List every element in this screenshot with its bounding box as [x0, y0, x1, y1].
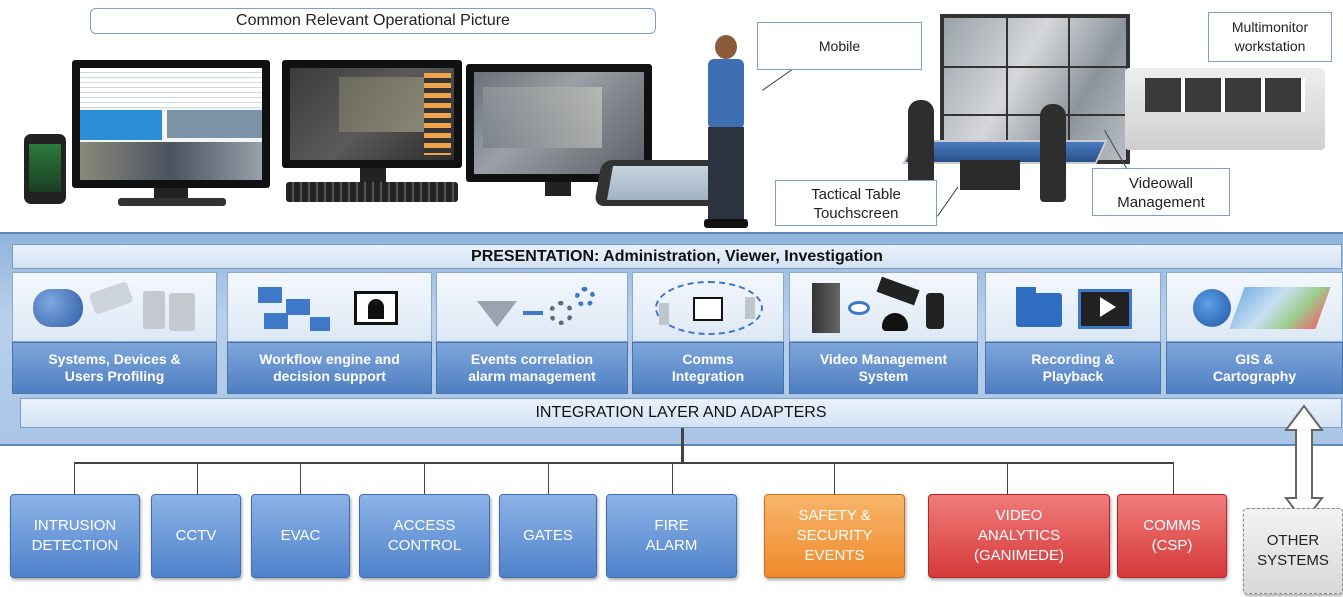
operator-figure-right: [1040, 104, 1066, 202]
integration-bar: INTEGRATION LAYER AND ADAPTERS: [20, 398, 1342, 428]
monitor-map-view: [466, 64, 652, 182]
subsystem-access-control: ACCESS CONTROL: [359, 494, 490, 578]
module-label-workflow: Workflow engine and decision support: [227, 342, 432, 394]
module-icon-globe-map-icon: [1166, 272, 1343, 342]
callout-tactical-table: Tactical Table Touchscreen: [775, 180, 937, 226]
module-label-comms: Comms Integration: [632, 342, 784, 394]
module-label-recording: Recording & Playback: [985, 342, 1161, 394]
subsystem-fire-alarm: FIRE ALARM: [606, 494, 737, 578]
module-label-vms: Video Management System: [789, 342, 978, 394]
keyboard-icon: [286, 182, 458, 202]
module-icon-folder-film-icon: [985, 272, 1161, 342]
monitor-dashboard: [72, 60, 270, 188]
multimonitor-desk: [1125, 68, 1325, 150]
subsystem-safety-security-events: SAFETY & SECURITY EVENTS: [764, 494, 905, 578]
subsystem-gates: GATES: [499, 494, 597, 578]
subsystem-intrusion-detection: INTRUSION DETECTION: [10, 494, 140, 578]
module-icon-users-devices-icon: [12, 272, 217, 342]
callout-multimonitor: Multimonitor workstation: [1208, 12, 1332, 62]
subsystem-evac: EVAC: [251, 494, 350, 578]
module-label-gis: GIS & Cartography: [1166, 342, 1343, 394]
module-icon-cameras-server-icon: [789, 272, 978, 342]
subsystem-cctv: CCTV: [151, 494, 241, 578]
double-arrow-icon: [1284, 404, 1324, 524]
mobile-phone-icon: [24, 134, 66, 204]
module-icon-funnel-gears-icon: [436, 272, 628, 342]
callout-videowall: Videowall Management: [1092, 168, 1230, 216]
module-icon-comms-cycle-icon: [632, 272, 784, 342]
presentation-bar: PRESENTATION: Administration, Viewer, In…: [12, 244, 1342, 269]
module-label-events: Events correlation alarm management: [436, 342, 628, 394]
monitor-map-console: [282, 60, 462, 168]
subsystem-other-systems: OTHER SYSTEMS: [1243, 508, 1343, 594]
top-banner: Common Relevant Operational Picture: [90, 8, 656, 34]
module-icon-workflow-icon: [227, 272, 432, 342]
mobile-operator-figure: [698, 35, 758, 230]
subsystem-video-analytics: VIDEO ANALYTICS (GANIMEDE): [928, 494, 1110, 578]
callout-mobile: Mobile: [757, 22, 922, 70]
subsystem-comms-csp: COMMS (CSP): [1117, 494, 1227, 578]
module-label-systems: Systems, Devices & Users Profiling: [12, 342, 217, 394]
